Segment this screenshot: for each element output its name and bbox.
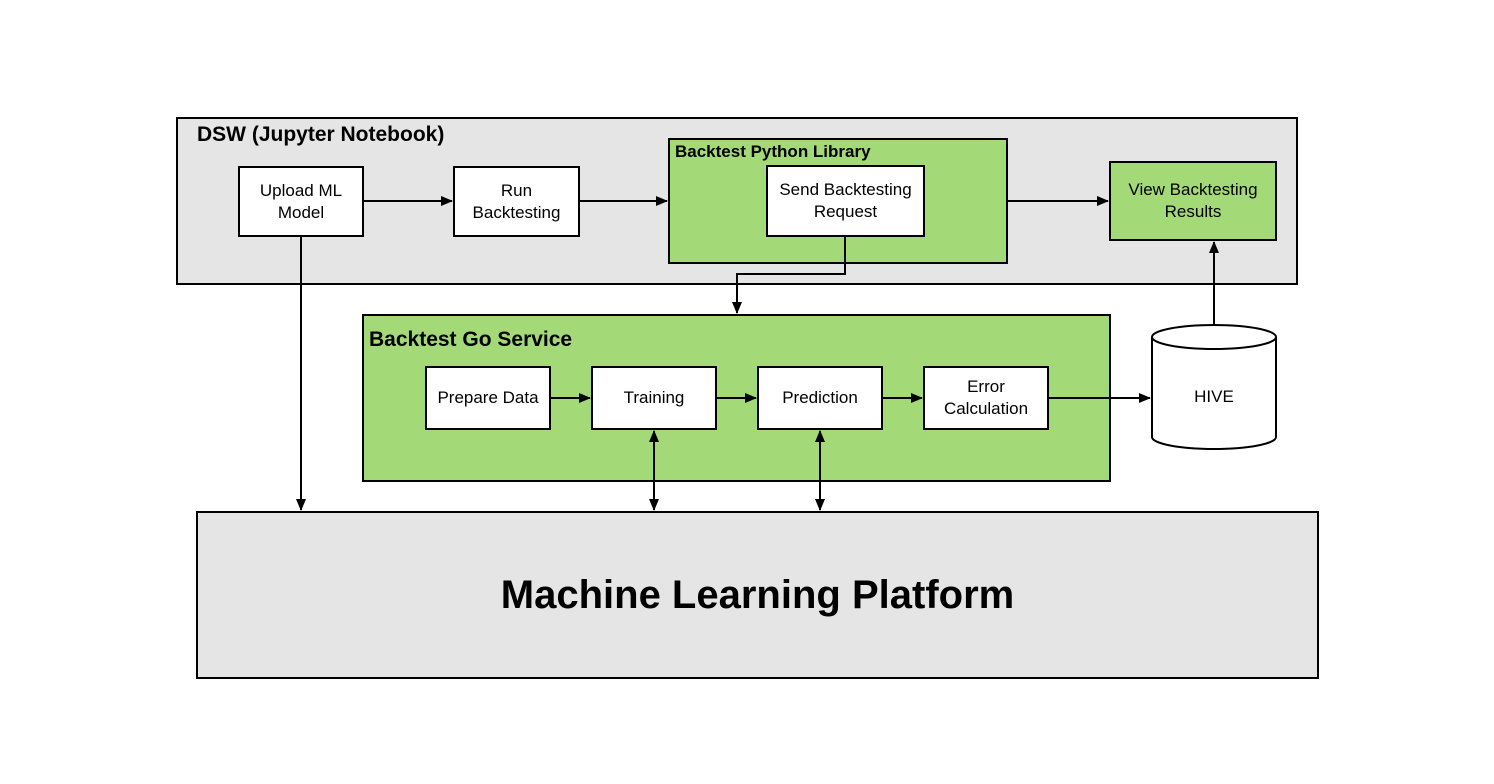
- prepare-data-label: Prepare Data: [437, 388, 539, 407]
- view-results-label: View Backtesting Results: [1128, 180, 1258, 221]
- error-calculation-node[interactable]: Error Calculation: [923, 366, 1049, 430]
- upload-model-node[interactable]: Upload ML Model: [238, 166, 364, 237]
- python-library-title: Backtest Python Library: [675, 142, 871, 161]
- training-node[interactable]: Training: [591, 366, 717, 430]
- run-backtesting-label: Run Backtesting: [472, 180, 561, 222]
- go-service-title: Backtest Go Service: [369, 328, 573, 351]
- prediction-node[interactable]: Prediction: [757, 366, 883, 430]
- hive-label: HIVE: [1194, 387, 1234, 406]
- upload-model-label: Upload ML Model: [259, 180, 343, 222]
- send-request-node[interactable]: Send Backtesting Request: [766, 165, 925, 237]
- training-label: Training: [623, 388, 685, 407]
- view-results-node[interactable]: View Backtesting Results: [1109, 161, 1277, 241]
- dsw-title: DSW (Jupyter Notebook): [197, 123, 445, 146]
- ml-platform-title: Machine Learning Platform: [500, 573, 1015, 617]
- ml-platform-container[interactable]: Machine Learning Platform: [196, 511, 1319, 679]
- arrow-request-to-go-service: [732, 237, 846, 314]
- hive-database-icon[interactable]: [1151, 324, 1277, 450]
- prepare-data-node[interactable]: Prepare Data: [425, 366, 551, 430]
- send-request-label: Send Backtesting Request: [779, 180, 912, 221]
- run-backtesting-node[interactable]: Run Backtesting: [453, 166, 580, 237]
- error-calculation-label: Error Calculation: [943, 377, 1029, 418]
- prediction-label: Prediction: [782, 388, 858, 407]
